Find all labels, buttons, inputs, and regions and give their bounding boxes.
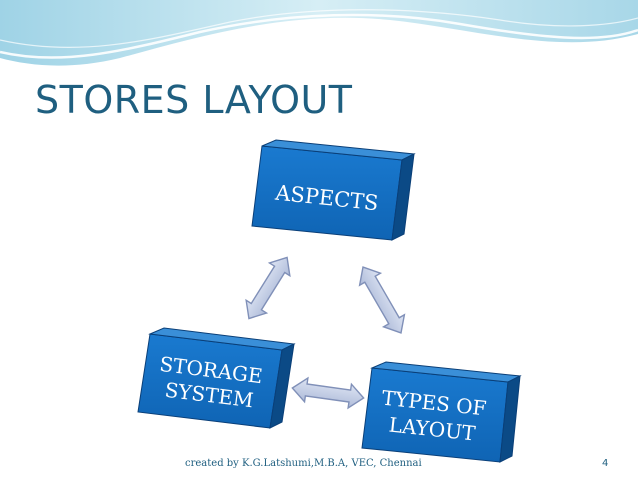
footer-credit: created by K.G.Latshumi,M.B.A, VEC, Chen… xyxy=(185,458,422,469)
arrow-aspects-storage xyxy=(245,256,291,320)
slide-title: STORES LAYOUT xyxy=(35,78,353,122)
arrow-aspects-types xyxy=(358,266,406,334)
page-number: 4 xyxy=(602,458,609,469)
node-types-of-layout: TYPES OF LAYOUT xyxy=(361,361,522,463)
node-storage-system: STORAGE SYSTEM xyxy=(137,327,296,429)
node-aspects: ASPECTS xyxy=(251,139,416,241)
header-wave-decoration xyxy=(0,0,638,66)
arrow-storage-types xyxy=(291,376,365,410)
